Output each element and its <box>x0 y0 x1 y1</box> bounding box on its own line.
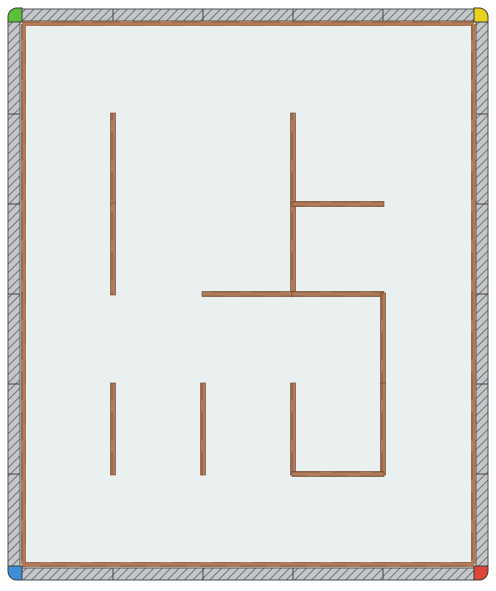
corner-peg-top-left <box>7 7 23 23</box>
maze-wall-vertical <box>110 112 116 206</box>
border-right <box>471 24 476 564</box>
border-top <box>22 21 474 26</box>
corner-peg-bottom-right <box>473 565 489 581</box>
corner-peg-bottom-left <box>7 565 23 581</box>
border-left <box>21 24 26 564</box>
maze-wall-horizontal <box>291 201 385 207</box>
maze-wall-vertical <box>110 202 116 296</box>
inner-border <box>21 21 476 567</box>
maze-wall-horizontal <box>201 291 295 297</box>
maze-wall-vertical <box>380 292 386 386</box>
maze-wall-vertical <box>290 382 296 476</box>
maze-wall-vertical <box>110 382 116 476</box>
corner-pegs <box>7 7 489 581</box>
border-bottom <box>22 562 474 567</box>
rail-top <box>17 8 479 22</box>
maze-wall-vertical <box>290 202 296 296</box>
corner-peg-top-right <box>473 7 489 23</box>
maze-wall-horizontal <box>291 471 385 477</box>
rail-bottom <box>17 567 479 581</box>
maze-wall-horizontal <box>291 291 385 297</box>
maze-wall-vertical <box>380 382 386 476</box>
maze-wall-vertical <box>290 112 296 206</box>
maze-wall-vertical <box>200 382 206 476</box>
maze-walls <box>110 112 386 477</box>
